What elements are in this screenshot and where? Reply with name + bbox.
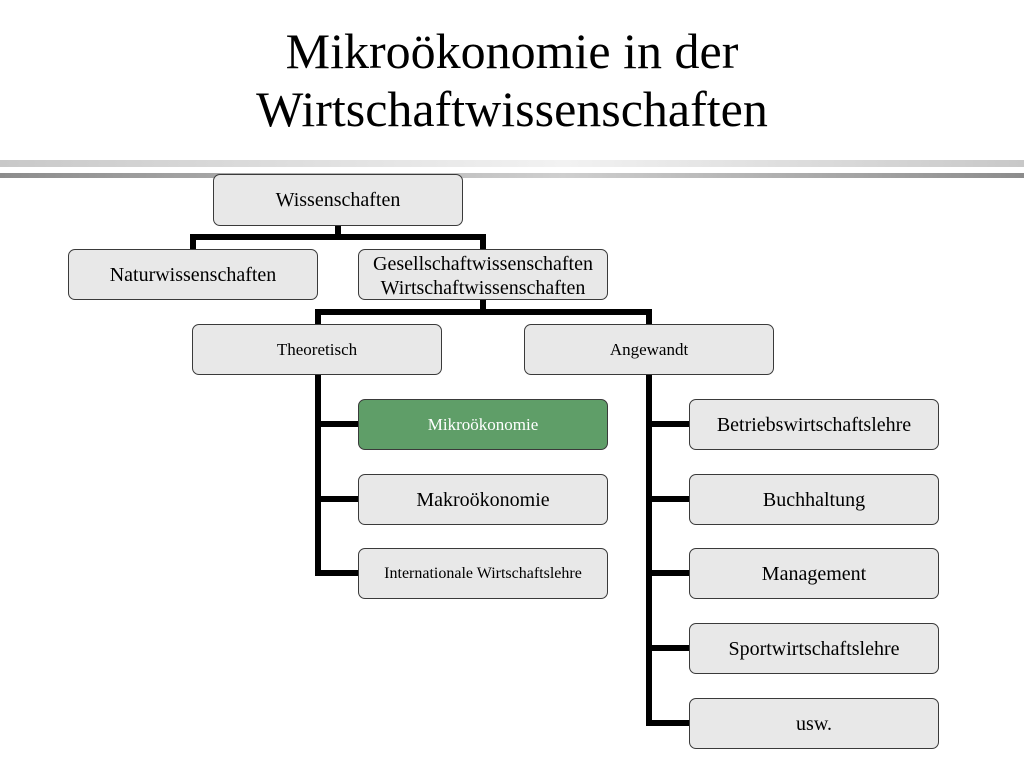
- slide-title: Mikroökonomie in der Wirtschaftwissensch…: [0, 22, 1024, 138]
- title-divider-dark: [0, 173, 1024, 178]
- node-usw[interactable]: usw.: [689, 698, 939, 749]
- connector-root-level1: [190, 223, 486, 252]
- title-divider-light: [0, 160, 1024, 167]
- node-betriebswirtschaftslehre[interactable]: Betriebswirtschaftslehre: [689, 399, 939, 450]
- node-naturwissenschaften[interactable]: Naturwissenschaften: [68, 249, 318, 300]
- connector-theoretical-children: [315, 372, 361, 576]
- node-gesellschaftwissenschaften-line-2: Wirtschaftwissenschaften: [380, 277, 586, 299]
- node-management[interactable]: Management: [689, 548, 939, 599]
- connector-social-level2: [315, 297, 652, 327]
- node-gesellschaftwissenschaften[interactable]: Gesellschaftwissenschaften Wirtschaftwis…: [358, 249, 608, 300]
- node-mikrooekonomie[interactable]: Mikroökonomie: [358, 399, 608, 450]
- node-sportwirtschaftslehre[interactable]: Sportwirtschaftslehre: [689, 623, 939, 674]
- node-buchhaltung[interactable]: Buchhaltung: [689, 474, 939, 525]
- slide-title-line-2: Wirtschaftwissenschaften: [256, 81, 768, 137]
- slide-title-line-1: Mikroökonomie in der: [285, 23, 739, 79]
- node-internationale-wirtschaftslehre[interactable]: Internationale Wirtschaftslehre: [358, 548, 608, 599]
- node-theoretisch[interactable]: Theoretisch: [192, 324, 442, 375]
- connector-applied-children: [646, 372, 692, 726]
- node-wissenschaften[interactable]: Wissenschaften: [213, 174, 463, 226]
- node-angewandt[interactable]: Angewandt: [524, 324, 774, 375]
- node-makrooekonomie[interactable]: Makroökonomie: [358, 474, 608, 525]
- node-gesellschaftwissenschaften-line-1: Gesellschaftwissenschaften: [373, 253, 593, 275]
